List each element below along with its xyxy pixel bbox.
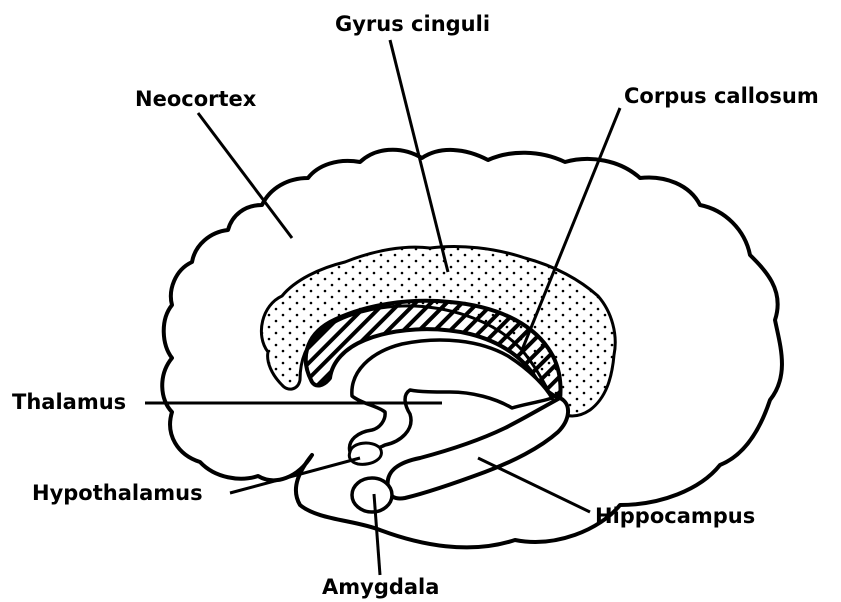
label-hippocampus: Hippocampus xyxy=(595,506,755,527)
label-amygdala: Amygdala xyxy=(322,577,439,598)
label-thalamus: Thalamus xyxy=(12,392,126,413)
label-hypothalamus: Hypothalamus xyxy=(32,483,203,504)
label-neocortex: Neocortex xyxy=(135,89,256,110)
amygdala xyxy=(352,478,392,512)
label-corpus-callosum: Corpus callosum xyxy=(624,86,819,107)
label-gyrus-cinguli: Gyrus cinguli xyxy=(335,14,490,35)
